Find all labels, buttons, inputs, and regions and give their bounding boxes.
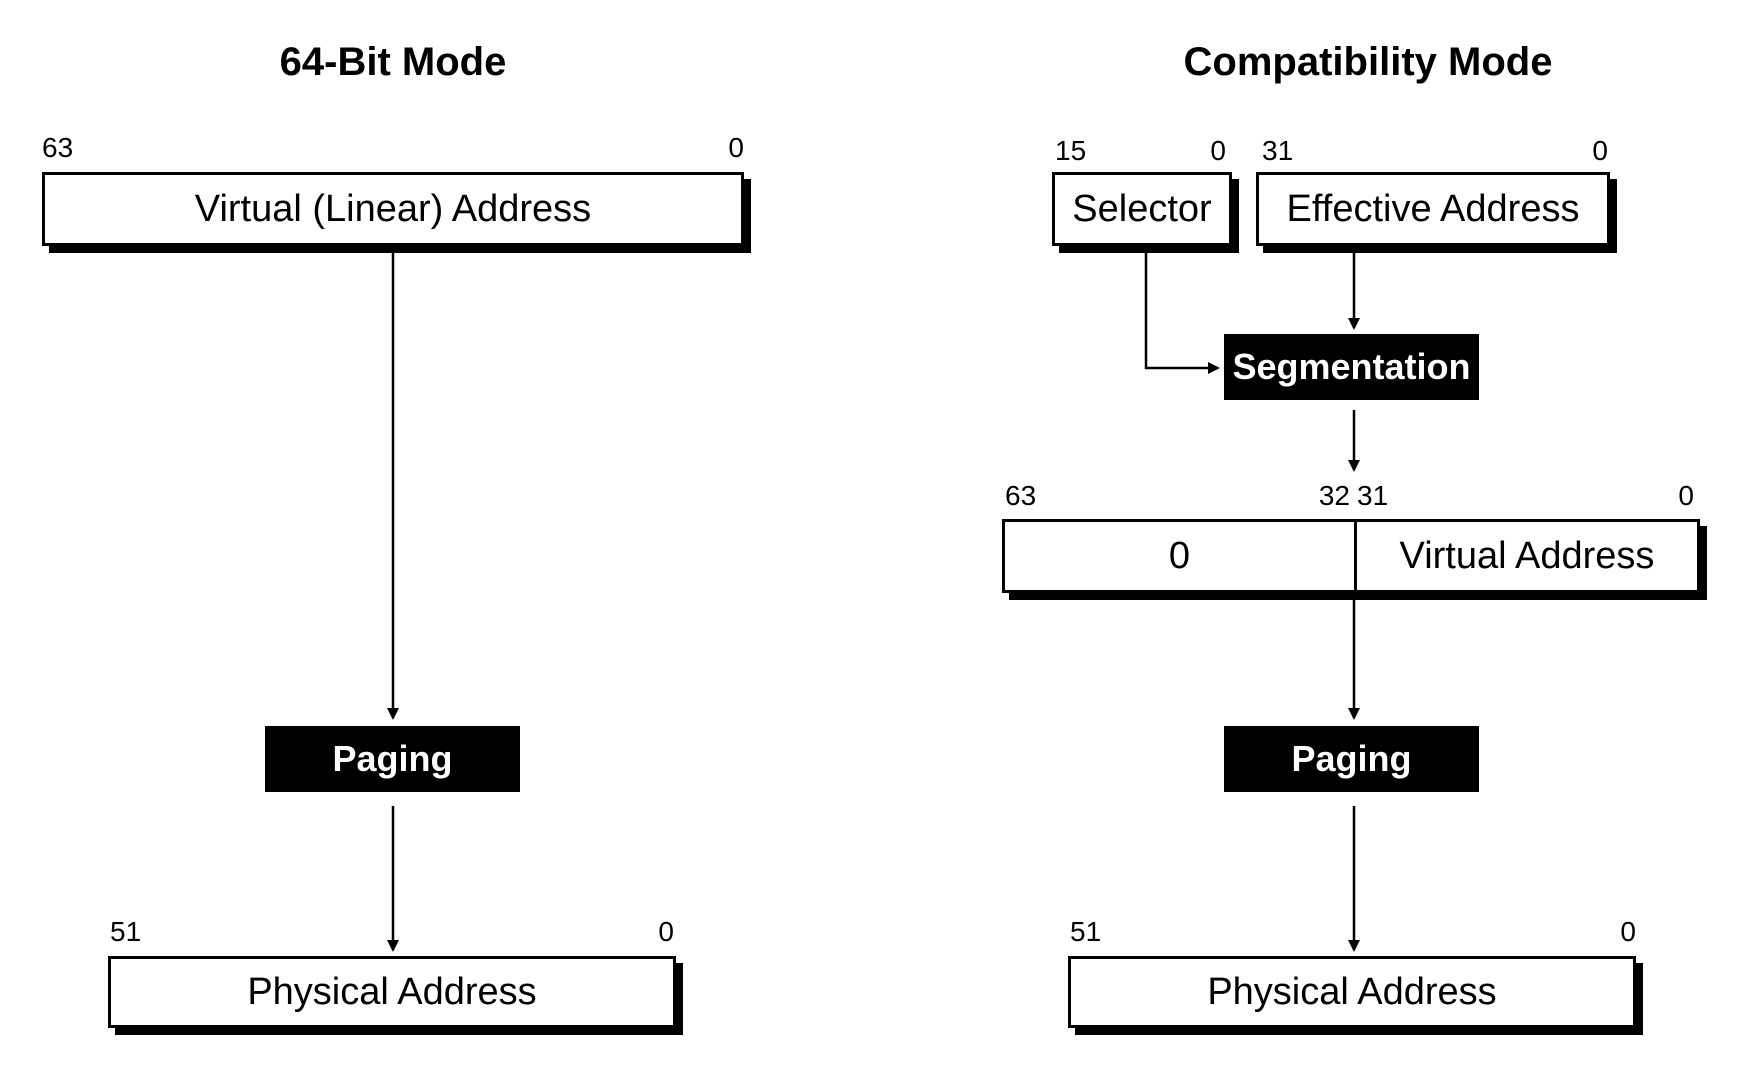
left-virtual-address-box: Virtual (Linear) Address: [42, 172, 744, 246]
compat-physical-address-label: Physical Address: [1207, 970, 1497, 1013]
selector-bit-high: 15: [1055, 135, 1087, 166]
left-virtual-bit-low: 0: [728, 132, 744, 163]
effective-bit-low: 0: [1592, 135, 1608, 166]
effective-bit-high: 31: [1262, 135, 1294, 166]
virtual-bit-31: 31: [1357, 480, 1389, 511]
compat-virtual-address-box: 0 Virtual Address: [1002, 519, 1700, 593]
virtual-bit-0: 0: [1678, 480, 1694, 511]
virtual-upper-zero-field: 0: [1005, 522, 1354, 590]
selector-bit-low: 0: [1210, 135, 1226, 166]
effective-address-label: Effective Address: [1286, 187, 1580, 230]
effective-address-box: Effective Address: [1256, 172, 1610, 246]
compat-physical-bit-high: 51: [1070, 916, 1102, 947]
virtual-bit-32: 32: [1318, 480, 1350, 511]
left-physical-address-box: Physical Address: [108, 956, 676, 1028]
virtual-lower-label: Virtual Address: [1399, 534, 1655, 577]
left-physical-bit-high: 51: [110, 916, 142, 947]
virtual-lower-field: Virtual Address: [1354, 522, 1697, 590]
selector-label: Selector: [1072, 187, 1212, 230]
left-paging-box: Paging: [265, 726, 520, 792]
compat-paging-box: Paging: [1224, 726, 1479, 792]
compat-physical-bit-low: 0: [1620, 916, 1636, 947]
left-title: 64-Bit Mode: [279, 40, 507, 84]
left-virtual-bit-high: 63: [42, 132, 74, 163]
arrow-selector-to-segmentation: [1144, 250, 1220, 374]
virtual-bit-63: 63: [1005, 480, 1037, 511]
left-physical-bit-low: 0: [658, 916, 674, 947]
left-physical-address-label: Physical Address: [247, 970, 537, 1013]
selector-box: Selector: [1052, 172, 1232, 246]
right-title: Compatibility Mode: [1183, 40, 1553, 84]
left-virtual-address-label: Virtual (Linear) Address: [194, 187, 592, 230]
compat-physical-address-box: Physical Address: [1068, 956, 1636, 1028]
segmentation-box: Segmentation: [1224, 334, 1479, 400]
virtual-upper-zero-label: 0: [1168, 534, 1191, 577]
